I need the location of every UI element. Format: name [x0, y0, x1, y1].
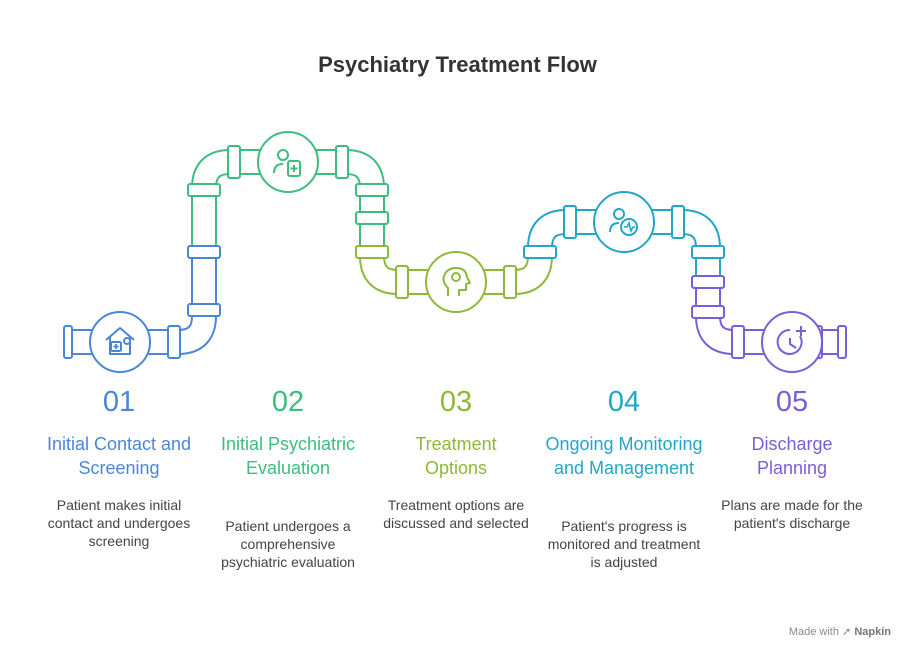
step-5-number: 05 — [775, 386, 809, 418]
step-3-title: Treatment Options — [415, 434, 497, 478]
made-with-text: Made with — [788, 626, 839, 638]
joint-3b — [395, 265, 409, 299]
step-4-description: Patient's progress is monitored and trea… — [547, 518, 701, 570]
head-thought-icon — [442, 267, 471, 296]
joint-2c — [335, 145, 349, 179]
step-2-title: Initial Psychiatric Evaluation — [220, 434, 356, 478]
patient-monitor-icon — [609, 208, 638, 236]
made-with-napkin[interactable]: Made with ➚ Napkin — [789, 625, 891, 638]
joint-5b — [691, 305, 725, 319]
step-1-title: Initial Contact and Screening — [46, 434, 192, 478]
joint-4c — [671, 205, 685, 239]
pipe-end-cap — [837, 325, 847, 359]
joint-1c — [187, 245, 221, 259]
joint-5a — [691, 275, 725, 289]
clock-plus-icon — [776, 326, 806, 355]
step-5-title: Discharge Planning — [751, 434, 833, 478]
joint-5c — [731, 325, 745, 359]
step-1-node — [89, 311, 151, 373]
joint-3a — [355, 245, 389, 259]
joint-2e — [355, 211, 389, 225]
joint-1a — [167, 325, 181, 359]
step-2-number: 02 — [271, 386, 305, 418]
step-3-description: Treatment options are discussed and sele… — [383, 497, 529, 531]
joint-4a — [523, 245, 557, 259]
step-4-number: 04 — [607, 386, 641, 418]
home-medical-icon — [105, 327, 135, 355]
joint-3c — [503, 265, 517, 299]
joint-4d — [691, 245, 725, 259]
step-4-node — [593, 191, 655, 253]
diagram-title: Psychiatry Treatment Flow — [318, 52, 597, 77]
joint-2d — [355, 183, 389, 197]
step-5-node-circle — [761, 311, 823, 373]
step-nodes — [89, 131, 823, 373]
step-2-description: Patient undergoes a comprehensive psychi… — [221, 518, 355, 570]
doctor-clipboard-icon — [273, 149, 301, 177]
joint-2a — [187, 183, 221, 197]
napkin-brand: Napkin — [854, 626, 891, 638]
step-1-description: Patient makes initial contact and underg… — [47, 497, 191, 549]
joint-4b — [563, 205, 577, 239]
step-5-node — [761, 311, 823, 373]
joint-2b — [227, 145, 241, 179]
step-3-number: 03 — [439, 386, 473, 418]
step-4-title: Ongoing Monitoring and Management — [545, 434, 703, 478]
step-2-node — [257, 131, 319, 193]
joint-1b — [187, 303, 221, 317]
napkin-logo-icon: ➚ — [842, 626, 852, 638]
step-3-node — [425, 251, 487, 313]
pipe-start-cap — [63, 325, 73, 359]
step-5-description: Plans are made for the patient's dischar… — [721, 497, 863, 531]
step-1-number: 01 — [102, 386, 136, 418]
